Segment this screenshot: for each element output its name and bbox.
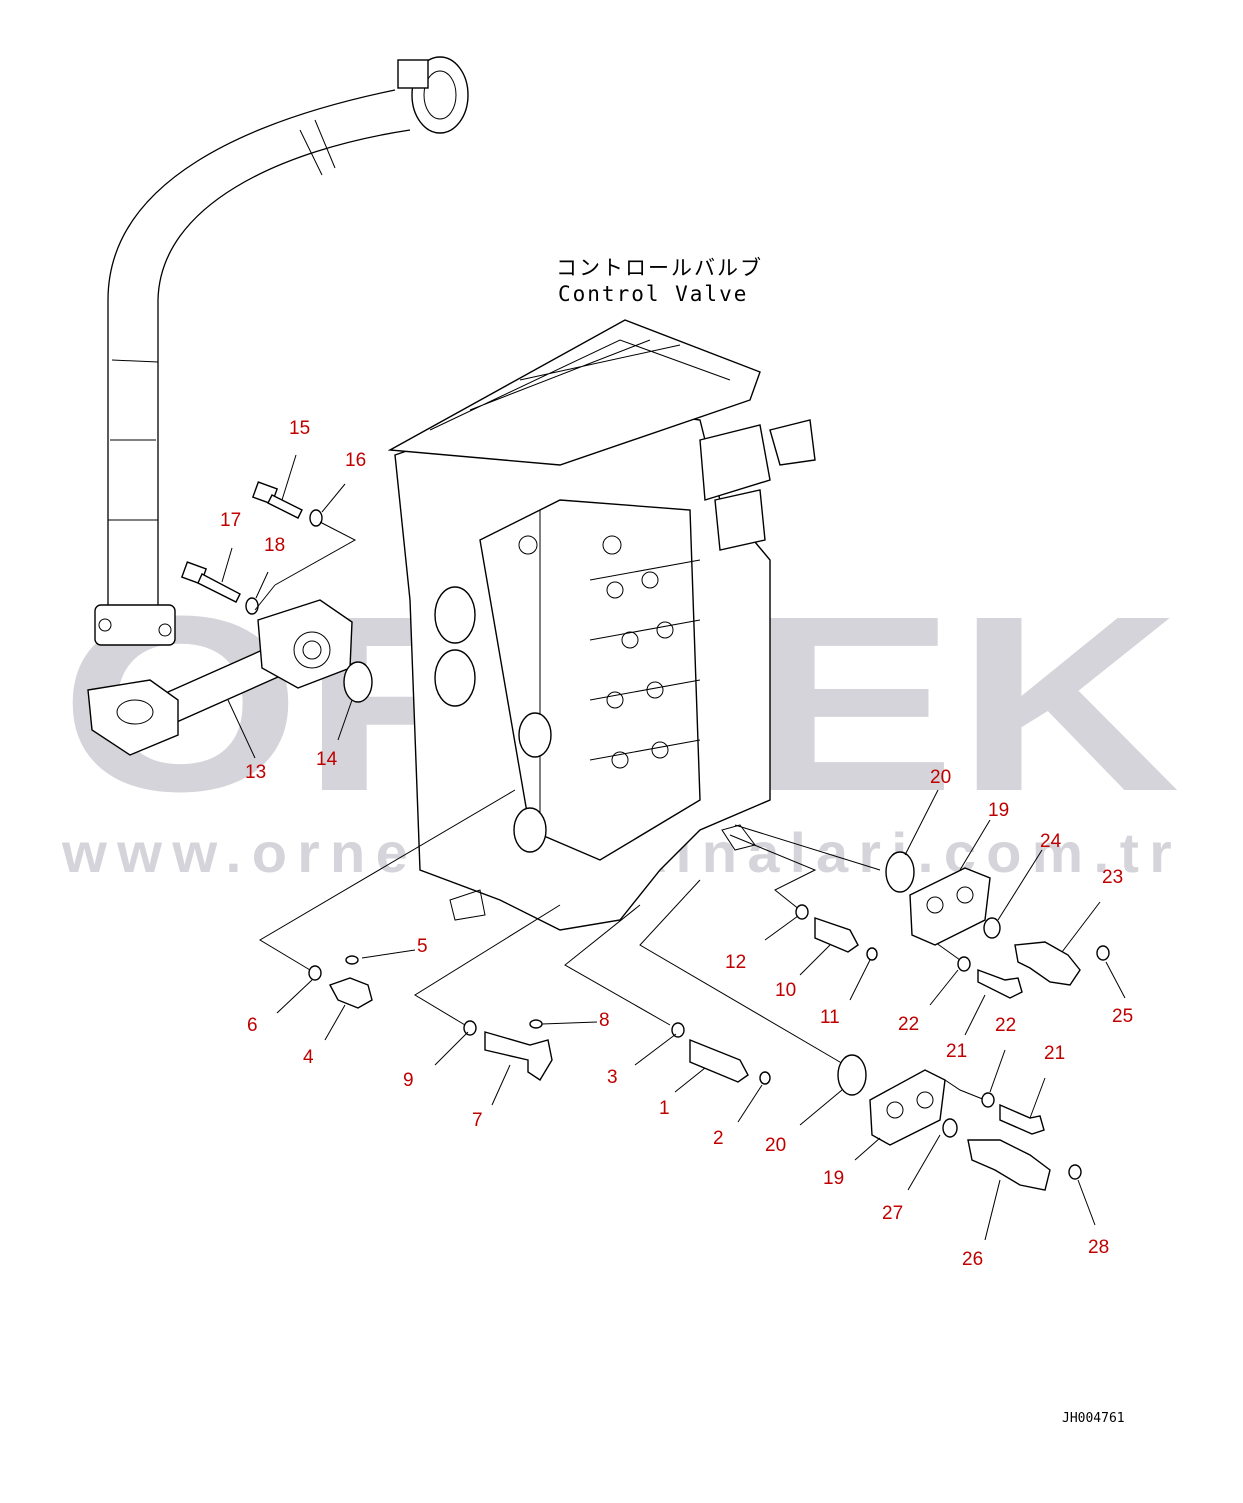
callout-28: 28 [1088, 1237, 1109, 1258]
callout-7: 7 [472, 1110, 483, 1131]
callout-12: 12 [725, 952, 746, 973]
callout-19-lower: 19 [823, 1168, 844, 1189]
o-ring-5 [345, 955, 359, 965]
callout-4: 4 [303, 1047, 314, 1068]
o-ring-28 [1068, 1164, 1082, 1180]
o-ring-20-lower [837, 1054, 867, 1096]
callout-22-left: 22 [898, 1014, 919, 1035]
callout-1: 1 [659, 1098, 670, 1119]
plug-1 [689, 1038, 749, 1083]
callout-leaders [221, 454, 1126, 1241]
callout-8: 8 [599, 1010, 610, 1031]
callout-18: 18 [264, 535, 285, 556]
o-ring-2 [759, 1071, 771, 1085]
hose-assembly [94, 56, 469, 646]
bolt-21-upper [977, 968, 1023, 999]
bolt-21-lower [999, 1103, 1045, 1135]
flange-19-lower [869, 1069, 946, 1146]
plug-10 [814, 917, 859, 953]
o-ring-12 [795, 904, 809, 920]
callout-14: 14 [316, 749, 338, 770]
o-ring-25 [1096, 945, 1110, 961]
o-ring-27 [942, 1118, 958, 1138]
washer-18 [245, 597, 259, 615]
fittings [308, 851, 1110, 1191]
callout-17: 17 [220, 510, 241, 531]
washer-22-upper [957, 956, 971, 972]
o-ring-20-upper [885, 851, 915, 893]
o-ring-24 [983, 917, 1001, 939]
leader-lines [259, 789, 986, 1101]
callout-3: 3 [607, 1067, 618, 1088]
bolt-17 [180, 561, 241, 603]
tube-13 [87, 599, 353, 756]
o-ring-6 [308, 965, 322, 981]
callout-19-upper: 19 [988, 800, 1009, 821]
control-valve-body [387, 319, 816, 931]
o-ring-14 [343, 661, 373, 703]
callout-5: 5 [417, 936, 428, 957]
callout-21-right: 21 [1044, 1043, 1065, 1064]
callout-16: 16 [345, 450, 366, 471]
callout-11: 11 [820, 1007, 840, 1028]
callout-27: 27 [882, 1203, 903, 1224]
callout-21-left: 21 [946, 1041, 967, 1062]
callout-20-upper: 20 [930, 767, 951, 788]
washer-22-lower [981, 1092, 995, 1108]
o-ring-9 [463, 1020, 477, 1036]
title-english: Control Valve [558, 282, 748, 306]
callout-22-right: 22 [995, 1015, 1016, 1036]
elbow-7 [484, 1031, 553, 1081]
callout-26: 26 [962, 1249, 983, 1270]
o-ring-3 [671, 1022, 685, 1038]
callout-25: 25 [1112, 1006, 1133, 1027]
bolt-15 [251, 481, 303, 519]
callout-9: 9 [403, 1070, 414, 1091]
callout-6: 6 [247, 1015, 258, 1036]
elbow-4 [328, 977, 373, 1009]
flange-19-upper [909, 867, 991, 946]
elbow-26 [967, 1139, 1051, 1191]
callout-numbers: 1 2 3 4 5 6 7 8 9 10 11 12 13 14 15 16 1… [220, 418, 1133, 1270]
drawing-code: JH004761 [1062, 1411, 1125, 1426]
o-ring-8 [529, 1019, 543, 1029]
o-ring-11 [866, 947, 878, 961]
callout-15: 15 [289, 418, 310, 439]
callout-24: 24 [1040, 831, 1062, 852]
callout-2: 2 [713, 1128, 724, 1149]
elbow-23 [1014, 941, 1081, 986]
title-japanese: コントロールバルブ [556, 256, 763, 280]
callout-20-lower: 20 [765, 1135, 786, 1156]
washer-16 [309, 509, 323, 527]
callout-13: 13 [245, 762, 266, 783]
callout-23: 23 [1102, 867, 1123, 888]
callout-10: 10 [775, 980, 796, 1001]
